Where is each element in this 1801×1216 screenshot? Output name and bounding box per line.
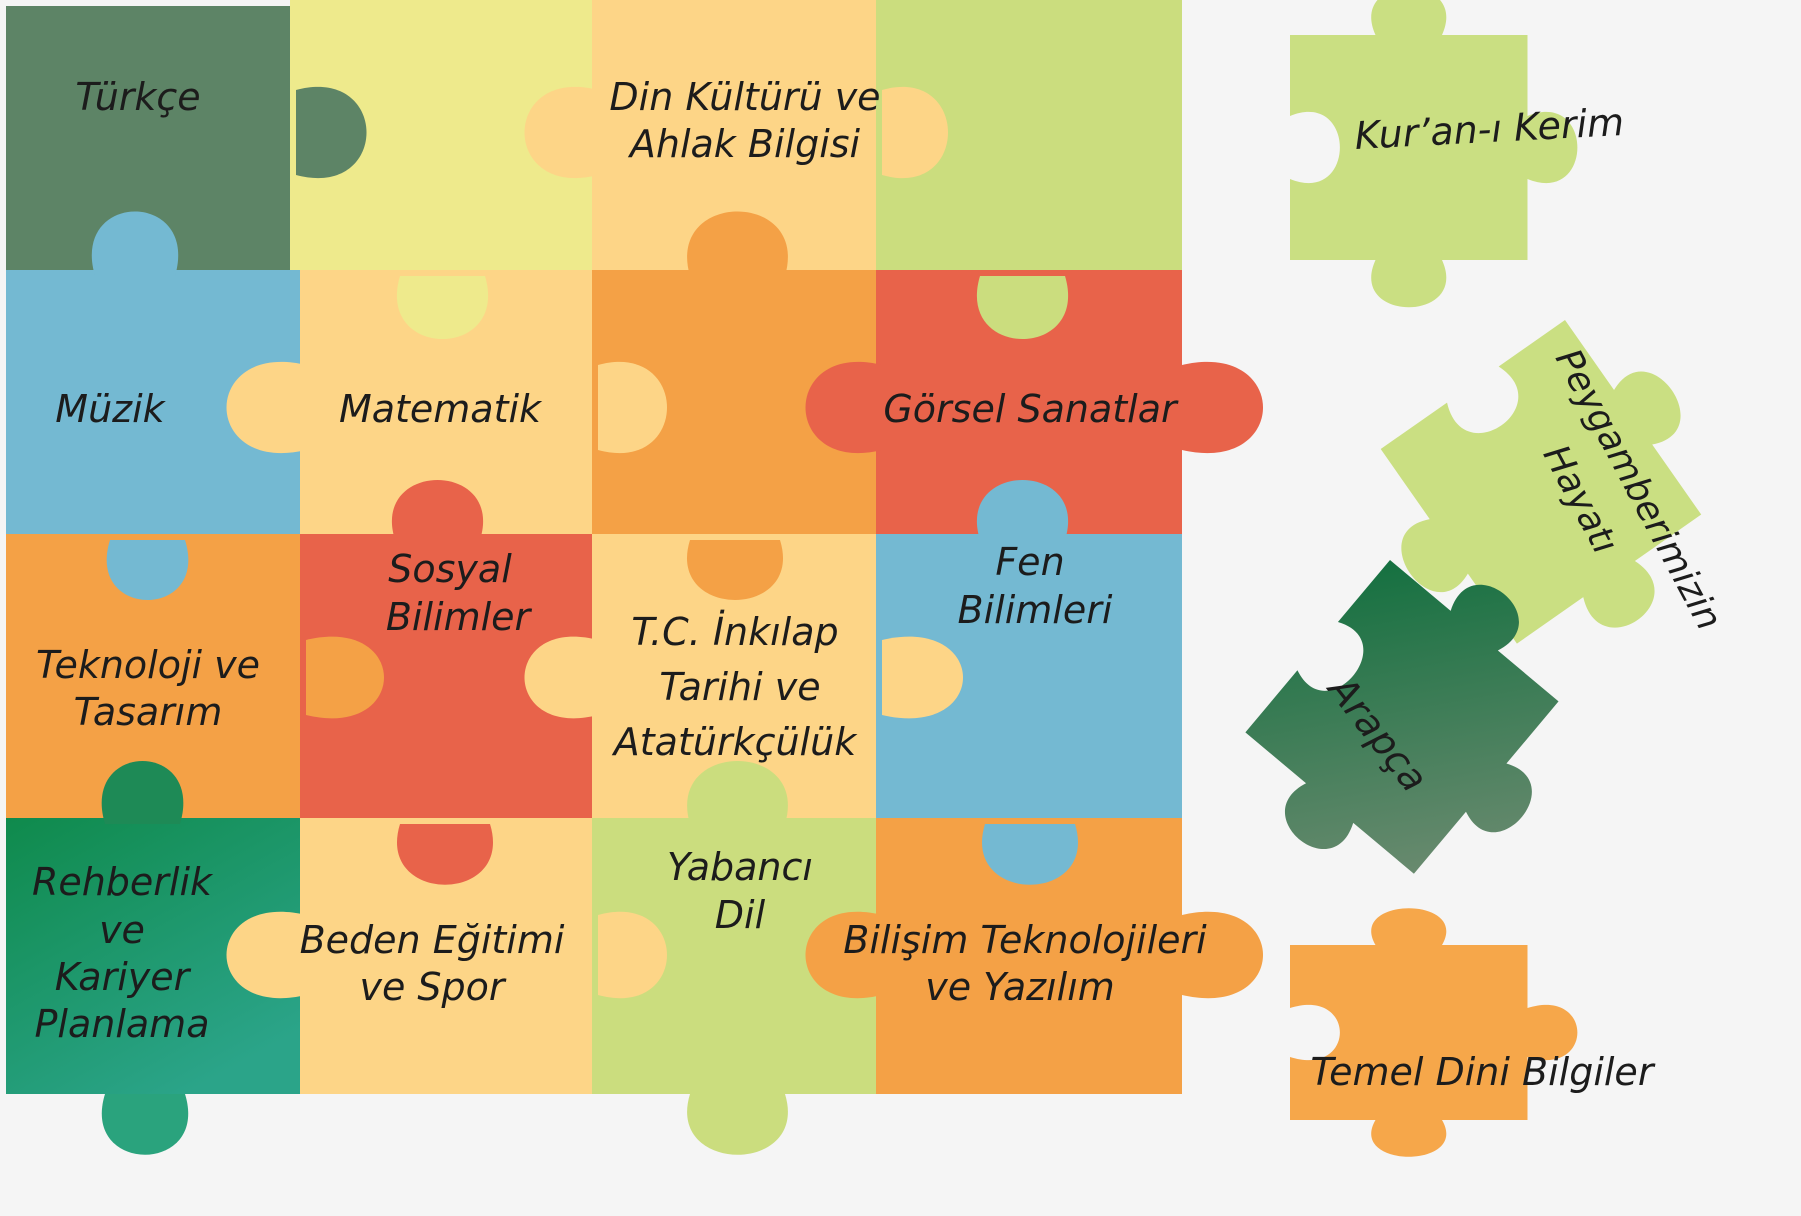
label-bilisim-line2: ve Yazılım	[925, 965, 1115, 1009]
label-bilisim-line1: Bilişim Teknolojileri	[843, 918, 1207, 962]
label-sosyal-line1: Sosyal	[388, 547, 512, 591]
label-beden-line2: ve Spor	[359, 965, 506, 1009]
label-teknoloji-line2: Tasarım	[74, 690, 223, 734]
label-fen-line2: Bilimleri	[958, 588, 1113, 632]
label-din-line2: Ahlak Bilgisi	[627, 122, 861, 166]
label-inkilap-line1: T.C. İnkılap	[631, 610, 838, 654]
label-yabanci-line2: Dil	[715, 893, 766, 937]
loose-piece-temel-dini	[1290, 908, 1578, 1157]
label-matematik: Matematik	[339, 387, 543, 431]
label-rehberlik-line3: Kariyer	[55, 955, 192, 999]
label-teknoloji-line1: Teknoloji ve	[36, 643, 260, 687]
label-temel-dini: Temel Dini Bilgiler	[1311, 1050, 1656, 1094]
label-rehberlik-line1: Rehberlik	[32, 860, 214, 904]
label-inkilap-line2: Tarihi ve	[659, 665, 820, 709]
label-rehberlik-line4: Planlama	[35, 1002, 210, 1046]
label-turkce: Türkçe	[75, 75, 200, 119]
puzzle-knobs	[91, 86, 1263, 1155]
label-gorsel: Görsel Sanatlar	[883, 387, 1179, 431]
subject-labels: Türkçe Din Kültürü ve Ahlak Bilgisi Müzi…	[32, 75, 1729, 1094]
label-inkilap-line3: Atatürkçülük	[611, 720, 858, 764]
label-muzik: Müzik	[55, 387, 166, 431]
label-yabanci-line1: Yabancı	[667, 845, 813, 889]
label-rehberlik-line2: ve	[99, 908, 145, 952]
label-sosyal-line2: Bilimler	[386, 595, 533, 639]
label-fen-line1: Fen	[995, 540, 1064, 584]
label-beden-line1: Beden Eğitimi	[300, 918, 565, 962]
label-din-line1: Din Kültürü ve	[609, 75, 880, 119]
